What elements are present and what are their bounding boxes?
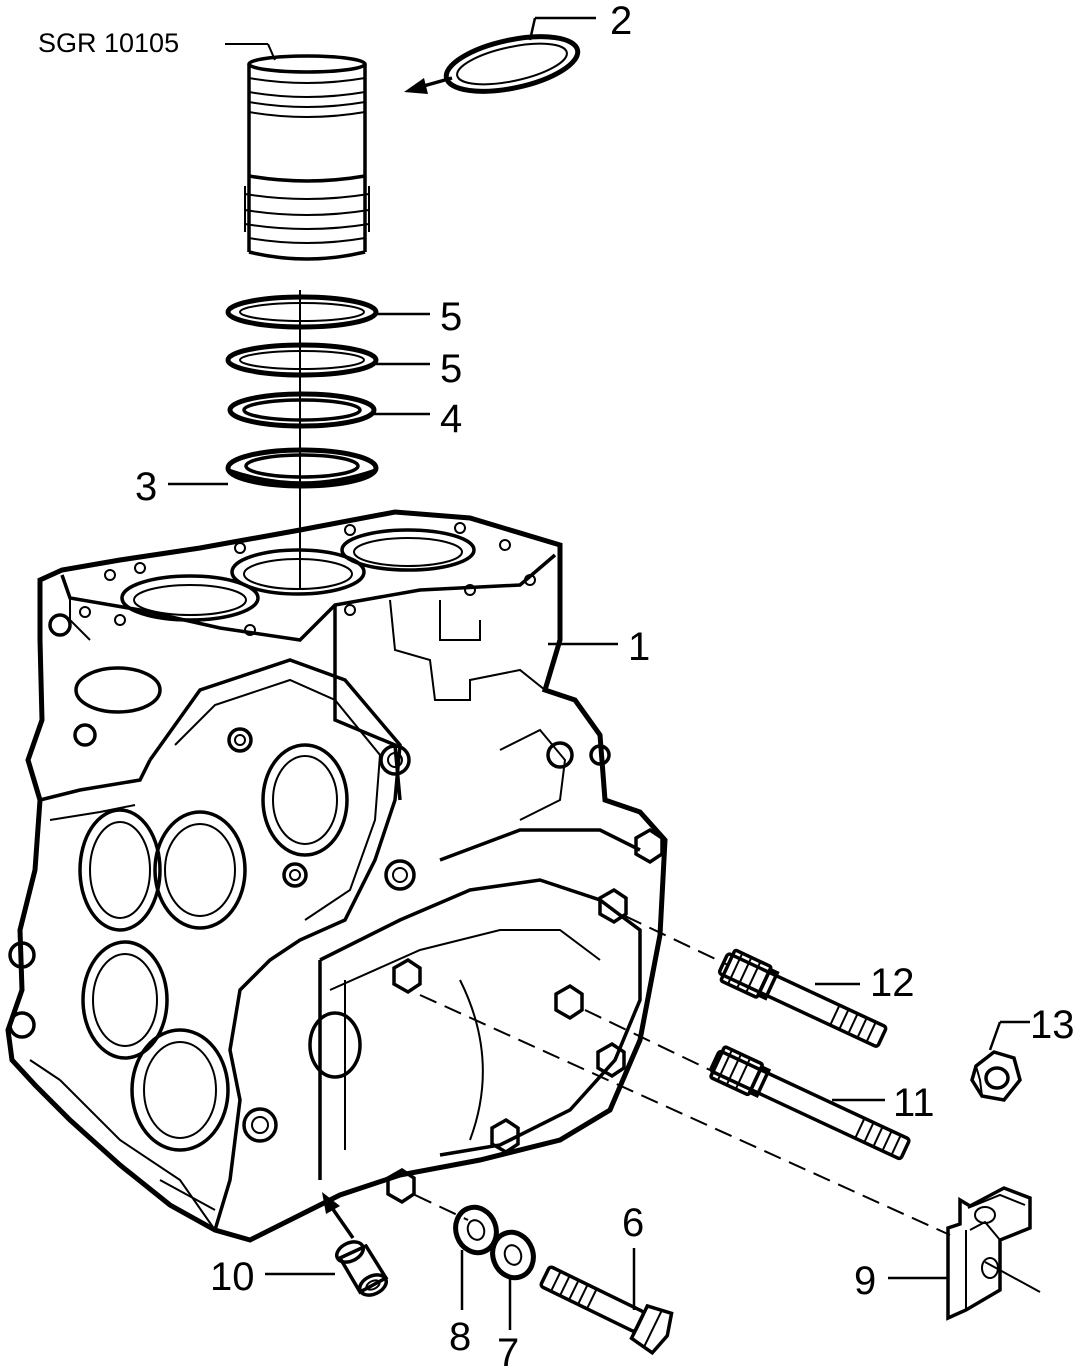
part-10-dowel-sleeve xyxy=(335,1240,389,1297)
part-8-washer xyxy=(453,1204,499,1256)
callout-7: 7 xyxy=(497,1331,519,1369)
callout-4: 4 xyxy=(440,397,462,441)
callout-2-leader-tip xyxy=(528,17,537,41)
part-9-bracket xyxy=(946,1186,1032,1321)
part-12-alignment-line xyxy=(624,915,729,966)
part-10-arrow-head xyxy=(322,1192,340,1214)
part-10-arrow xyxy=(328,1203,355,1240)
callout-10: 10 xyxy=(210,1255,255,1299)
part-11-stud xyxy=(709,1045,911,1161)
direction-arrow-head xyxy=(404,78,428,94)
figure-code: SGR 10105 xyxy=(38,28,179,58)
callout-5a: 5 xyxy=(440,295,462,339)
callout-2: 2 xyxy=(610,0,632,43)
callout-9: 9 xyxy=(854,1259,876,1303)
callout-1: 1 xyxy=(628,625,650,669)
callout-13-leader-tip xyxy=(988,1021,1002,1051)
part-5-upper-ring xyxy=(225,294,379,330)
callout-12: 12 xyxy=(870,961,915,1005)
part-7-washer xyxy=(490,1229,536,1281)
callout-11: 11 xyxy=(893,1081,935,1125)
part-2-o-ring xyxy=(443,34,581,94)
part-11-alignment-line xyxy=(584,1009,711,1071)
part-3-ring xyxy=(225,447,379,489)
part-9-alignment-line xyxy=(419,994,951,1236)
part-9-axis-line xyxy=(984,1261,1041,1293)
callout-3: 3 xyxy=(135,465,157,509)
part-1-cylinder-block xyxy=(5,509,668,1243)
part-5-lower-ring xyxy=(225,342,379,378)
part-6-alignment-line xyxy=(414,1194,469,1221)
part-13-nut xyxy=(970,1050,1022,1102)
part-12-stud xyxy=(717,948,888,1048)
callout-13: 13 xyxy=(1030,1003,1075,1047)
callout-8: 8 xyxy=(449,1315,471,1359)
callout-5b: 5 xyxy=(440,347,462,391)
callout-6: 6 xyxy=(622,1201,644,1245)
part-4-ring xyxy=(227,391,377,429)
part-6-bolt xyxy=(539,1265,674,1356)
cylinder-liner xyxy=(244,54,370,261)
